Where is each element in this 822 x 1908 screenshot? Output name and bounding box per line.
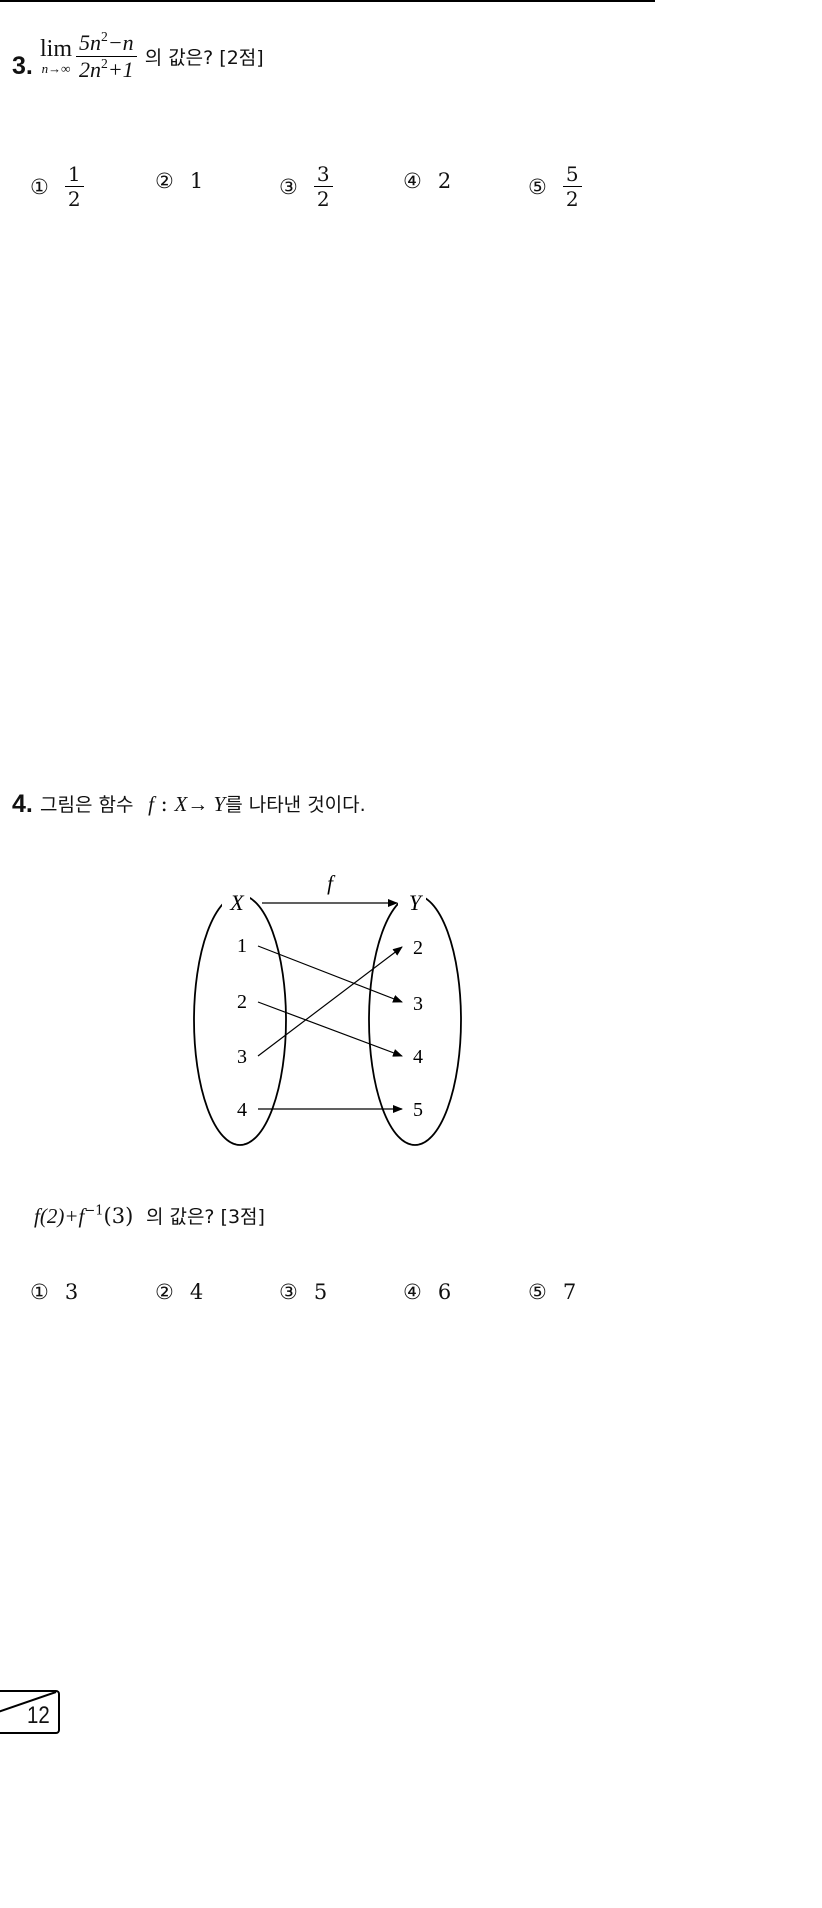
domain-1: 1 <box>237 935 247 957</box>
limit-fraction: 5n2−n 2n2+1 <box>76 30 137 83</box>
function-label: f <box>327 871 336 895</box>
top-rule <box>0 0 655 2</box>
question-3-tail: 의 값은? [2점] <box>144 47 264 69</box>
question-4-expression: f(2)+f−1(3) 의 값은? [3점] <box>34 1203 265 1228</box>
question-3-number: 3. <box>12 52 33 80</box>
limit-operator: lim n→∞ <box>40 36 73 76</box>
set-y-label: Y <box>409 890 424 915</box>
domain-2: 2 <box>237 991 247 1013</box>
codomain-4: 4 <box>413 1046 423 1068</box>
page-number-box: 12 <box>0 1690 60 1734</box>
question-4-number: 4. <box>12 790 33 818</box>
set-x-label: X <box>229 890 245 915</box>
page-box-diagonal <box>0 1692 57 1713</box>
question-4-stem: 그림은 함수 f : X→ Y를 나타낸 것이다. <box>40 792 366 816</box>
arrow-1-to-3 <box>257 945 403 1003</box>
domain-4: 4 <box>237 1099 247 1121</box>
codomain-5: 5 <box>413 1099 423 1121</box>
function-mapping-diagram: X Y f 1 2 3 4 2 3 4 5 <box>190 870 480 1160</box>
codomain-3: 3 <box>413 993 423 1015</box>
choice-2[interactable]: ② 1 <box>155 169 204 193</box>
arrow-3-to-2 <box>257 946 403 1057</box>
arrow-2-to-4 <box>257 1001 403 1057</box>
question-3-stem: lim n→∞ 5n2−n 2n2+1 의 값은? [2점] <box>40 30 264 83</box>
choice-4[interactable]: ④ 2 <box>403 169 452 193</box>
domain-3: 3 <box>237 1046 247 1068</box>
page-number: 12 <box>27 1702 50 1729</box>
codomain-2: 2 <box>413 937 423 959</box>
